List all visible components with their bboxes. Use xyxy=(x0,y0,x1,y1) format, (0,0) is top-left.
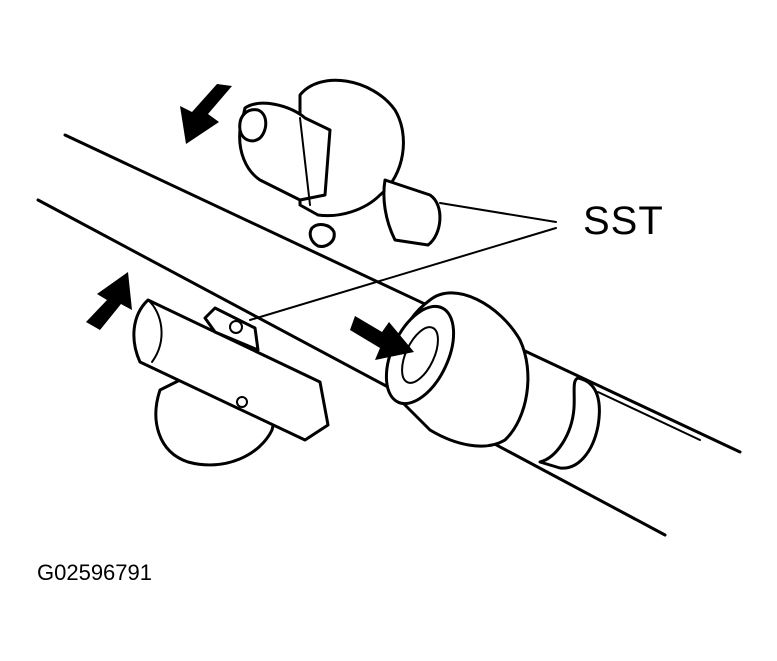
lower-tool-lip xyxy=(147,299,163,363)
upper-tool-end xyxy=(238,108,268,143)
upper-tool-boss xyxy=(382,178,442,247)
upper-tool-edge xyxy=(299,117,311,206)
shaft-lower-edge xyxy=(36,198,667,537)
shaft-inner-line xyxy=(597,391,701,441)
lower-tool-channel xyxy=(132,298,330,442)
motion-arrows xyxy=(86,84,414,360)
lower-tool-hole-top xyxy=(229,320,243,334)
upper-sst-tool xyxy=(238,78,442,248)
leader-lower xyxy=(249,227,557,321)
callout-leaders xyxy=(249,202,557,321)
sst-callout-label: SST xyxy=(583,199,664,243)
arrow-down-left xyxy=(180,84,232,144)
leader-upper xyxy=(439,202,557,223)
upper-tool-pin xyxy=(308,223,336,248)
lower-sst-tool xyxy=(132,298,330,467)
lower-tool-hole-side xyxy=(236,396,248,408)
shaft xyxy=(36,133,742,537)
arrow-right-down xyxy=(350,316,414,360)
arrow-up-right xyxy=(86,272,132,330)
shaft-upper-edge xyxy=(63,133,742,454)
figure-id: G02596791 xyxy=(37,560,152,585)
shaft-collar xyxy=(538,376,601,470)
bushing xyxy=(384,291,530,448)
lower-tool-tab xyxy=(203,306,260,352)
